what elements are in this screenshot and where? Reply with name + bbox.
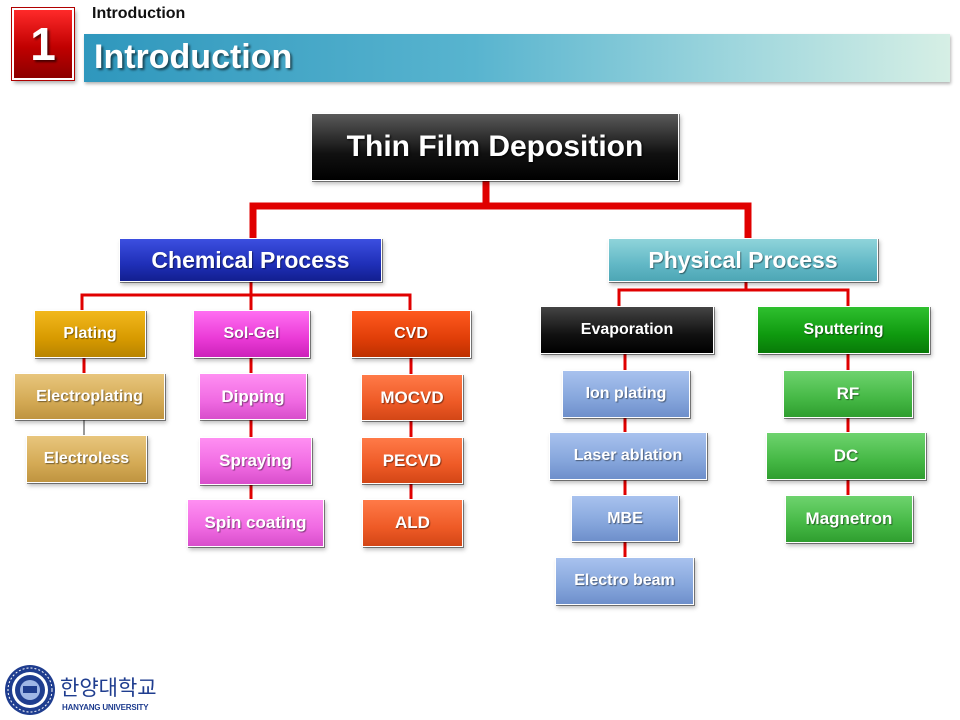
university-name-korean: 한양대학교: [60, 676, 157, 700]
section-number-badge: 1: [12, 8, 74, 80]
university-seal-icon: [5, 665, 55, 715]
evaporation-node: Evaporation: [540, 306, 714, 354]
title-bar: [84, 34, 950, 82]
solgel-item: Spraying: [199, 437, 312, 485]
cvd-item: PECVD: [361, 437, 463, 484]
sputtering-item: DC: [766, 432, 926, 480]
sputtering-item: Magnetron: [785, 495, 913, 543]
solgel-node: Sol-Gel: [193, 310, 310, 358]
evaporation-item: MBE: [571, 495, 679, 542]
cvd-node: CVD: [351, 310, 471, 358]
physical-process-node: Physical Process: [608, 238, 878, 282]
section-label: Introduction: [92, 5, 186, 22]
cvd-item: ALD: [362, 499, 463, 547]
evaporation-item: Laser ablation: [549, 432, 707, 480]
sputtering-item: RF: [783, 370, 913, 418]
cvd-item: MOCVD: [361, 374, 463, 421]
level3-connector: [80, 280, 850, 312]
root-node: Thin Film Deposition: [311, 113, 679, 181]
university-name-english: HANYANG UNIVERSITY: [62, 703, 149, 712]
solgel-item: Spin coating: [187, 499, 324, 547]
root-connector: [249, 177, 752, 242]
plating-item: Electroplating: [14, 373, 165, 420]
evaporation-item: Ion plating: [562, 370, 690, 418]
page-title: Introduction: [94, 38, 293, 76]
solgel-item: Dipping: [199, 373, 307, 420]
plating-item: Electroless: [26, 435, 147, 483]
chemical-process-node: Chemical Process: [119, 238, 382, 282]
sputtering-node: Sputtering: [757, 306, 930, 354]
plating-node: Plating: [34, 310, 146, 358]
chain-connectors: [82, 352, 850, 559]
evaporation-item: Electro beam: [555, 557, 694, 605]
